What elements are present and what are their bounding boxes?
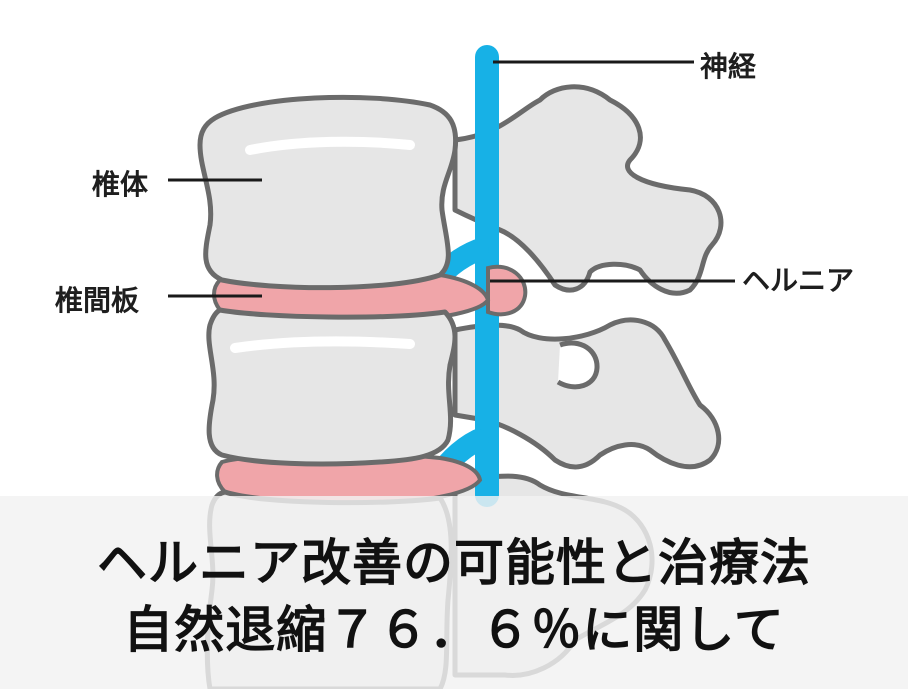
title-line-2: 自然退縮７６．６％に関して (123, 600, 785, 659)
highlight-middle (230, 336, 415, 353)
label-vertebral-body: 椎体 (92, 168, 149, 201)
posterior-process-lower (452, 317, 722, 470)
bone-highlights (230, 136, 415, 353)
title-line-1: ヘルニア改善の可能性と治療法 (97, 533, 811, 592)
title-banner (0, 496, 908, 689)
vertebra-upper (197, 94, 459, 291)
highlight-upper (245, 136, 415, 155)
hernia-bulge (486, 264, 528, 317)
label-hernia: ヘルニア (742, 264, 855, 297)
vertebra-middle (206, 307, 458, 467)
label-intervertebral-disc: 椎間板 (55, 284, 140, 317)
notch-curve (556, 340, 600, 390)
label-nerve: 神経 (700, 50, 757, 83)
leader-lines (168, 60, 735, 298)
